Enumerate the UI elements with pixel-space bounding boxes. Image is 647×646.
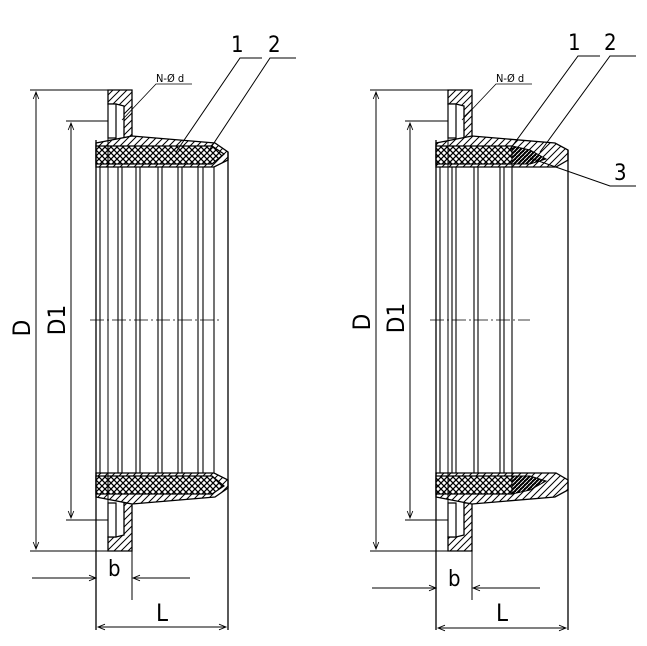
dim-D-left: D — [8, 320, 36, 337]
figure-left: N-Ø d 1 2 D D1 b L — [8, 33, 296, 631]
flange-bottom-hole — [107, 502, 117, 538]
gasket-top-section — [95, 145, 226, 165]
hole-note-left: N-Ø d — [156, 72, 184, 85]
part-label-2-right: 2 — [604, 31, 617, 56]
dim-b-right: b — [448, 567, 461, 592]
dim-b-left: b — [108, 557, 121, 582]
gasket-bottom-section — [435, 475, 513, 495]
dim-D-right: D — [348, 314, 376, 331]
dim-L-left: L — [156, 599, 168, 627]
gasket-top-section — [435, 145, 513, 165]
flange-top-hole — [447, 103, 457, 139]
figure-right: N-Ø d 1 2 3 D D1 b L — [348, 31, 636, 632]
insert-bottom-section — [511, 475, 548, 495]
flange-bottom-hole — [447, 502, 457, 538]
part-label-3-right: 3 — [614, 161, 627, 186]
dim-D1-right: D1 — [382, 303, 410, 333]
dim-L-right: L — [496, 599, 508, 627]
dim-D1-left: D1 — [43, 305, 71, 335]
part-label-1-right: 1 — [568, 31, 581, 56]
insert-top-section — [511, 145, 548, 165]
gasket-bottom-section — [95, 475, 226, 495]
part-label-2-left: 2 — [268, 33, 281, 58]
flange-top-hole — [107, 103, 117, 139]
part-label-1-left: 1 — [231, 33, 244, 58]
hole-note-right: N-Ø d — [496, 72, 524, 85]
